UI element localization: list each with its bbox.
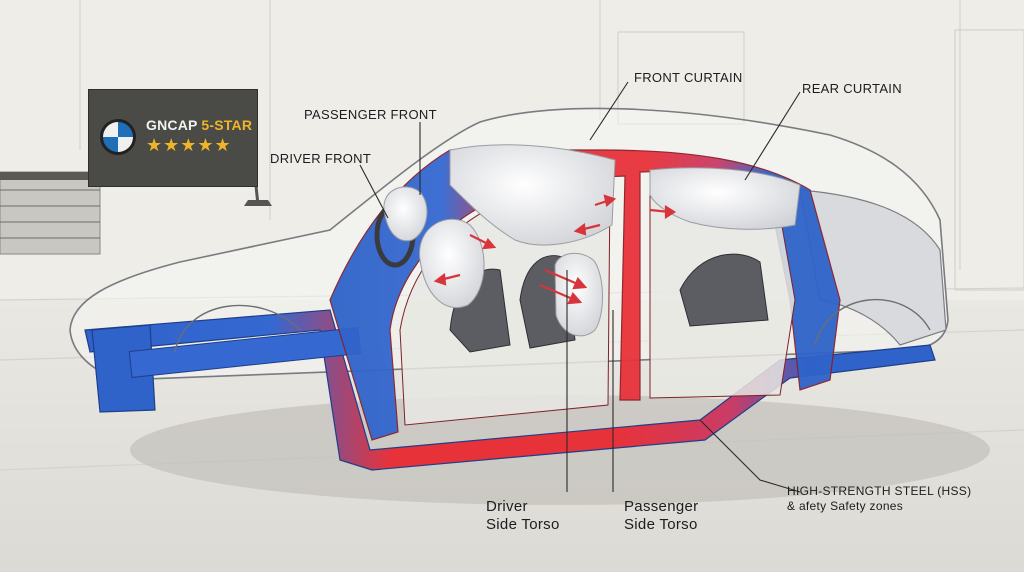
gncap-banner: GNCAP 5-STAR ★★★★★ — [88, 89, 258, 187]
label-passenger-front: PASSENGER FRONT — [304, 107, 437, 122]
label-rear-curtain: REAR CURTAIN — [802, 81, 902, 96]
front-curtain-airbag — [449, 144, 616, 246]
banner-title: GNCAP 5-STAR — [146, 117, 252, 133]
passenger-front-airbag — [419, 218, 485, 309]
front-bumper-beam — [91, 324, 156, 413]
pallet-stack — [0, 171, 101, 255]
rear-quarter — [799, 189, 947, 346]
banner-title-accent: 5-STAR — [201, 117, 253, 133]
label-driver-front: DRIVER FRONT — [270, 151, 372, 166]
label-hss-line1: HIGH-STRENGTH STEEL (HSS) — [787, 484, 972, 498]
label-driver-side-torso-line2: Side Torso — [486, 516, 560, 533]
driver-front-airbag — [383, 186, 428, 242]
label-hss-line2: & afety Safety zones — [787, 499, 904, 513]
leader-lines — [359, 81, 801, 493]
label-driver-side-torso: Driver Side Torso — [486, 498, 560, 534]
deployment-arrows — [433, 194, 677, 305]
airbags — [383, 144, 801, 337]
star-rating: ★★★★★ — [146, 135, 232, 155]
banner-title-prefix: GNCAP — [146, 117, 202, 133]
label-passenger-side-torso-line1: Passenger — [624, 498, 699, 515]
label-driver-side-torso-line1: Driver — [486, 498, 528, 515]
roundel-logo-icon — [100, 119, 136, 155]
wheel-arches — [174, 298, 931, 353]
label-hss: HIGH-STRENGTH STEEL (HSS) & afety Safety… — [787, 484, 971, 514]
label-front-curtain: FRONT CURTAIN — [634, 70, 743, 85]
label-passenger-side-torso: Passenger Side Torso — [624, 498, 698, 534]
label-passenger-side-torso-line2: Side Torso — [624, 516, 698, 533]
